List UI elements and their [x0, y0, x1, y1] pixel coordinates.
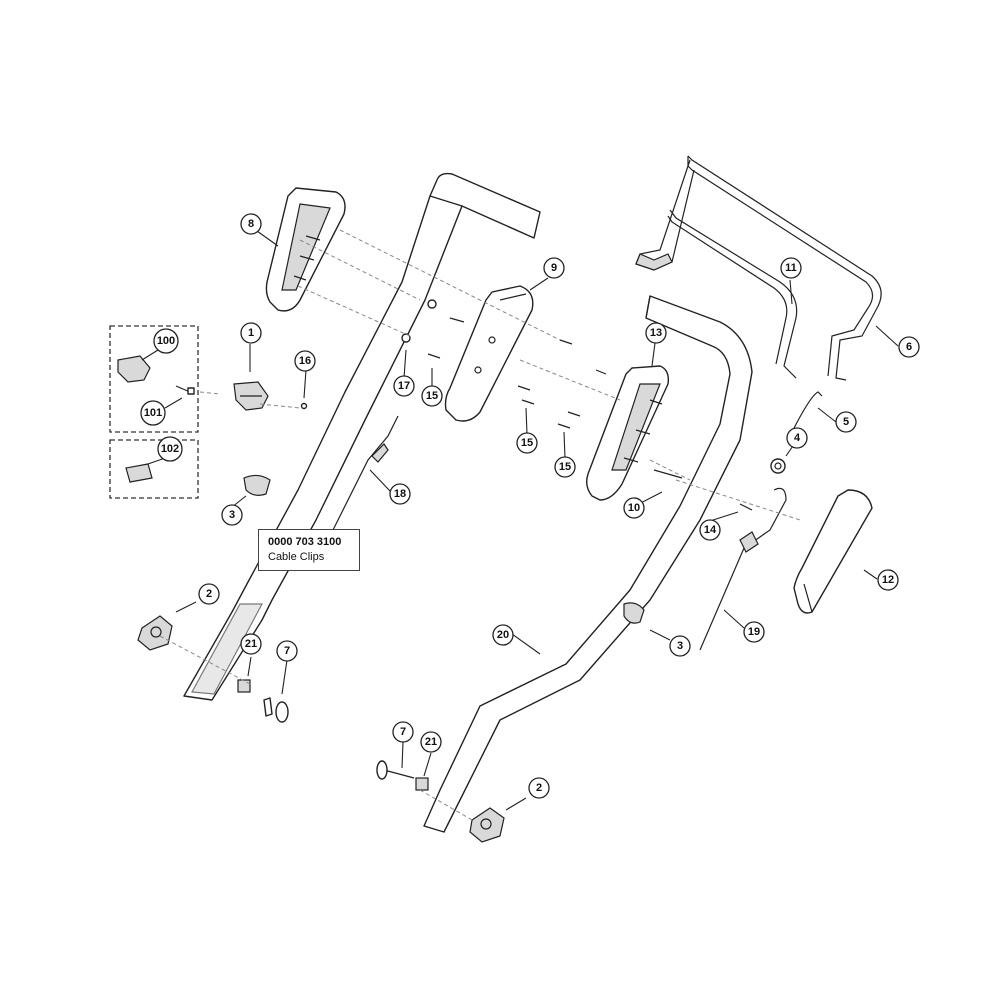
screws	[300, 299, 753, 511]
callout-17: 17	[393, 375, 415, 397]
svg-text:18: 18	[394, 488, 406, 500]
svg-text:2: 2	[536, 782, 542, 794]
cover-part-8	[265, 187, 346, 312]
callout-8: 8	[240, 213, 262, 235]
svg-text:1: 1	[248, 327, 254, 339]
bail-handle	[635, 155, 882, 381]
kit-box-102	[109, 439, 199, 499]
callout-3-a: 3	[221, 504, 243, 526]
svg-text:7: 7	[284, 645, 290, 657]
callout-2-b: 2	[528, 777, 550, 799]
callout-7-a: 7	[276, 640, 298, 662]
cover-part-9	[444, 285, 534, 422]
cable-clips-part-number: 0000 703 3100	[268, 536, 342, 548]
svg-text:8: 8	[248, 218, 254, 230]
right-handle-tube	[423, 295, 753, 833]
callout-6: 6	[898, 336, 920, 358]
cover-part-12	[793, 489, 873, 614]
pad-part-102	[125, 463, 153, 483]
left-handle-tube	[183, 172, 541, 701]
square-nut-21a	[237, 679, 251, 693]
knob-part-2a	[137, 615, 173, 651]
callout-15-a: 15	[421, 385, 443, 407]
callout-5: 5	[835, 411, 857, 433]
square-nut-21b	[415, 777, 429, 791]
screw-part-101	[175, 385, 195, 395]
svg-text:15: 15	[559, 461, 571, 473]
cable-part-18	[327, 415, 399, 541]
cover-part-13	[585, 365, 670, 501]
svg-text:12: 12	[882, 574, 894, 586]
svg-text:20: 20	[497, 629, 509, 641]
svg-text:5: 5	[843, 416, 849, 428]
svg-text:6: 6	[906, 341, 912, 353]
svg-text:14: 14	[704, 524, 717, 536]
svg-text:17: 17	[398, 380, 410, 392]
callout-7-b: 7	[392, 721, 414, 743]
svg-text:101: 101	[144, 407, 162, 419]
svg-text:11: 11	[785, 262, 797, 274]
svg-text:7: 7	[400, 726, 406, 738]
lever-rod	[667, 209, 798, 379]
callout-9: 9	[543, 257, 565, 279]
svg-text:102: 102	[161, 443, 179, 455]
svg-text:15: 15	[521, 437, 533, 449]
callout-13: 13	[645, 322, 667, 344]
cable-clip-part-3b	[623, 602, 645, 624]
svg-text:9: 9	[551, 262, 557, 274]
svg-text:3: 3	[677, 640, 683, 652]
callout-18: 18	[389, 483, 411, 505]
cable-part-19	[699, 487, 787, 651]
svg-text:4: 4	[794, 432, 801, 444]
svg-text:10: 10	[628, 502, 640, 514]
callout-2-a: 2	[198, 583, 220, 605]
pin-part-10	[653, 469, 683, 479]
leader-lines	[141, 230, 899, 811]
bolt-part-7a	[263, 697, 289, 723]
callout-101: 101	[140, 400, 166, 426]
callout-21-b: 21	[420, 731, 442, 753]
callout-1: 1	[240, 322, 262, 344]
svg-text:21: 21	[245, 638, 257, 650]
cable-clips-label-box: 0000 703 3100 Cable Clips	[258, 529, 360, 571]
callout-12: 12	[877, 569, 899, 591]
knob-part-2b	[469, 807, 505, 843]
clamp-part-1	[233, 381, 269, 411]
svg-text:16: 16	[299, 355, 311, 367]
callout-19: 19	[743, 621, 765, 643]
svg-text:13: 13	[650, 327, 662, 339]
callout-102: 102	[157, 436, 183, 462]
callout-3-b: 3	[669, 635, 691, 657]
callout-4: 4	[786, 427, 808, 449]
callout-14: 14	[699, 519, 721, 541]
clamp-part-100	[117, 355, 151, 383]
washer-part-4	[770, 458, 786, 474]
kit-box-100-101	[109, 325, 199, 433]
callout-15-b: 15	[516, 432, 538, 454]
callout-20: 20	[492, 624, 514, 646]
svg-text:3: 3	[229, 509, 235, 521]
svg-text:15: 15	[426, 390, 438, 402]
cable-clip-part-3a	[243, 474, 271, 496]
bolt-part-7b	[376, 760, 415, 780]
svg-text:19: 19	[748, 626, 760, 638]
callout-15-c: 15	[554, 456, 576, 478]
assembly-lines	[159, 229, 801, 821]
callout-10: 10	[623, 497, 645, 519]
callout-100: 100	[153, 328, 179, 354]
callout-21-a: 21	[240, 633, 262, 655]
cable-clips-label: Cable Clips	[268, 551, 325, 563]
callout-16: 16	[294, 350, 316, 372]
svg-text:2: 2	[206, 588, 212, 600]
svg-text:100: 100	[157, 335, 175, 347]
svg-text:21: 21	[425, 736, 437, 748]
callout-11: 11	[780, 257, 802, 279]
